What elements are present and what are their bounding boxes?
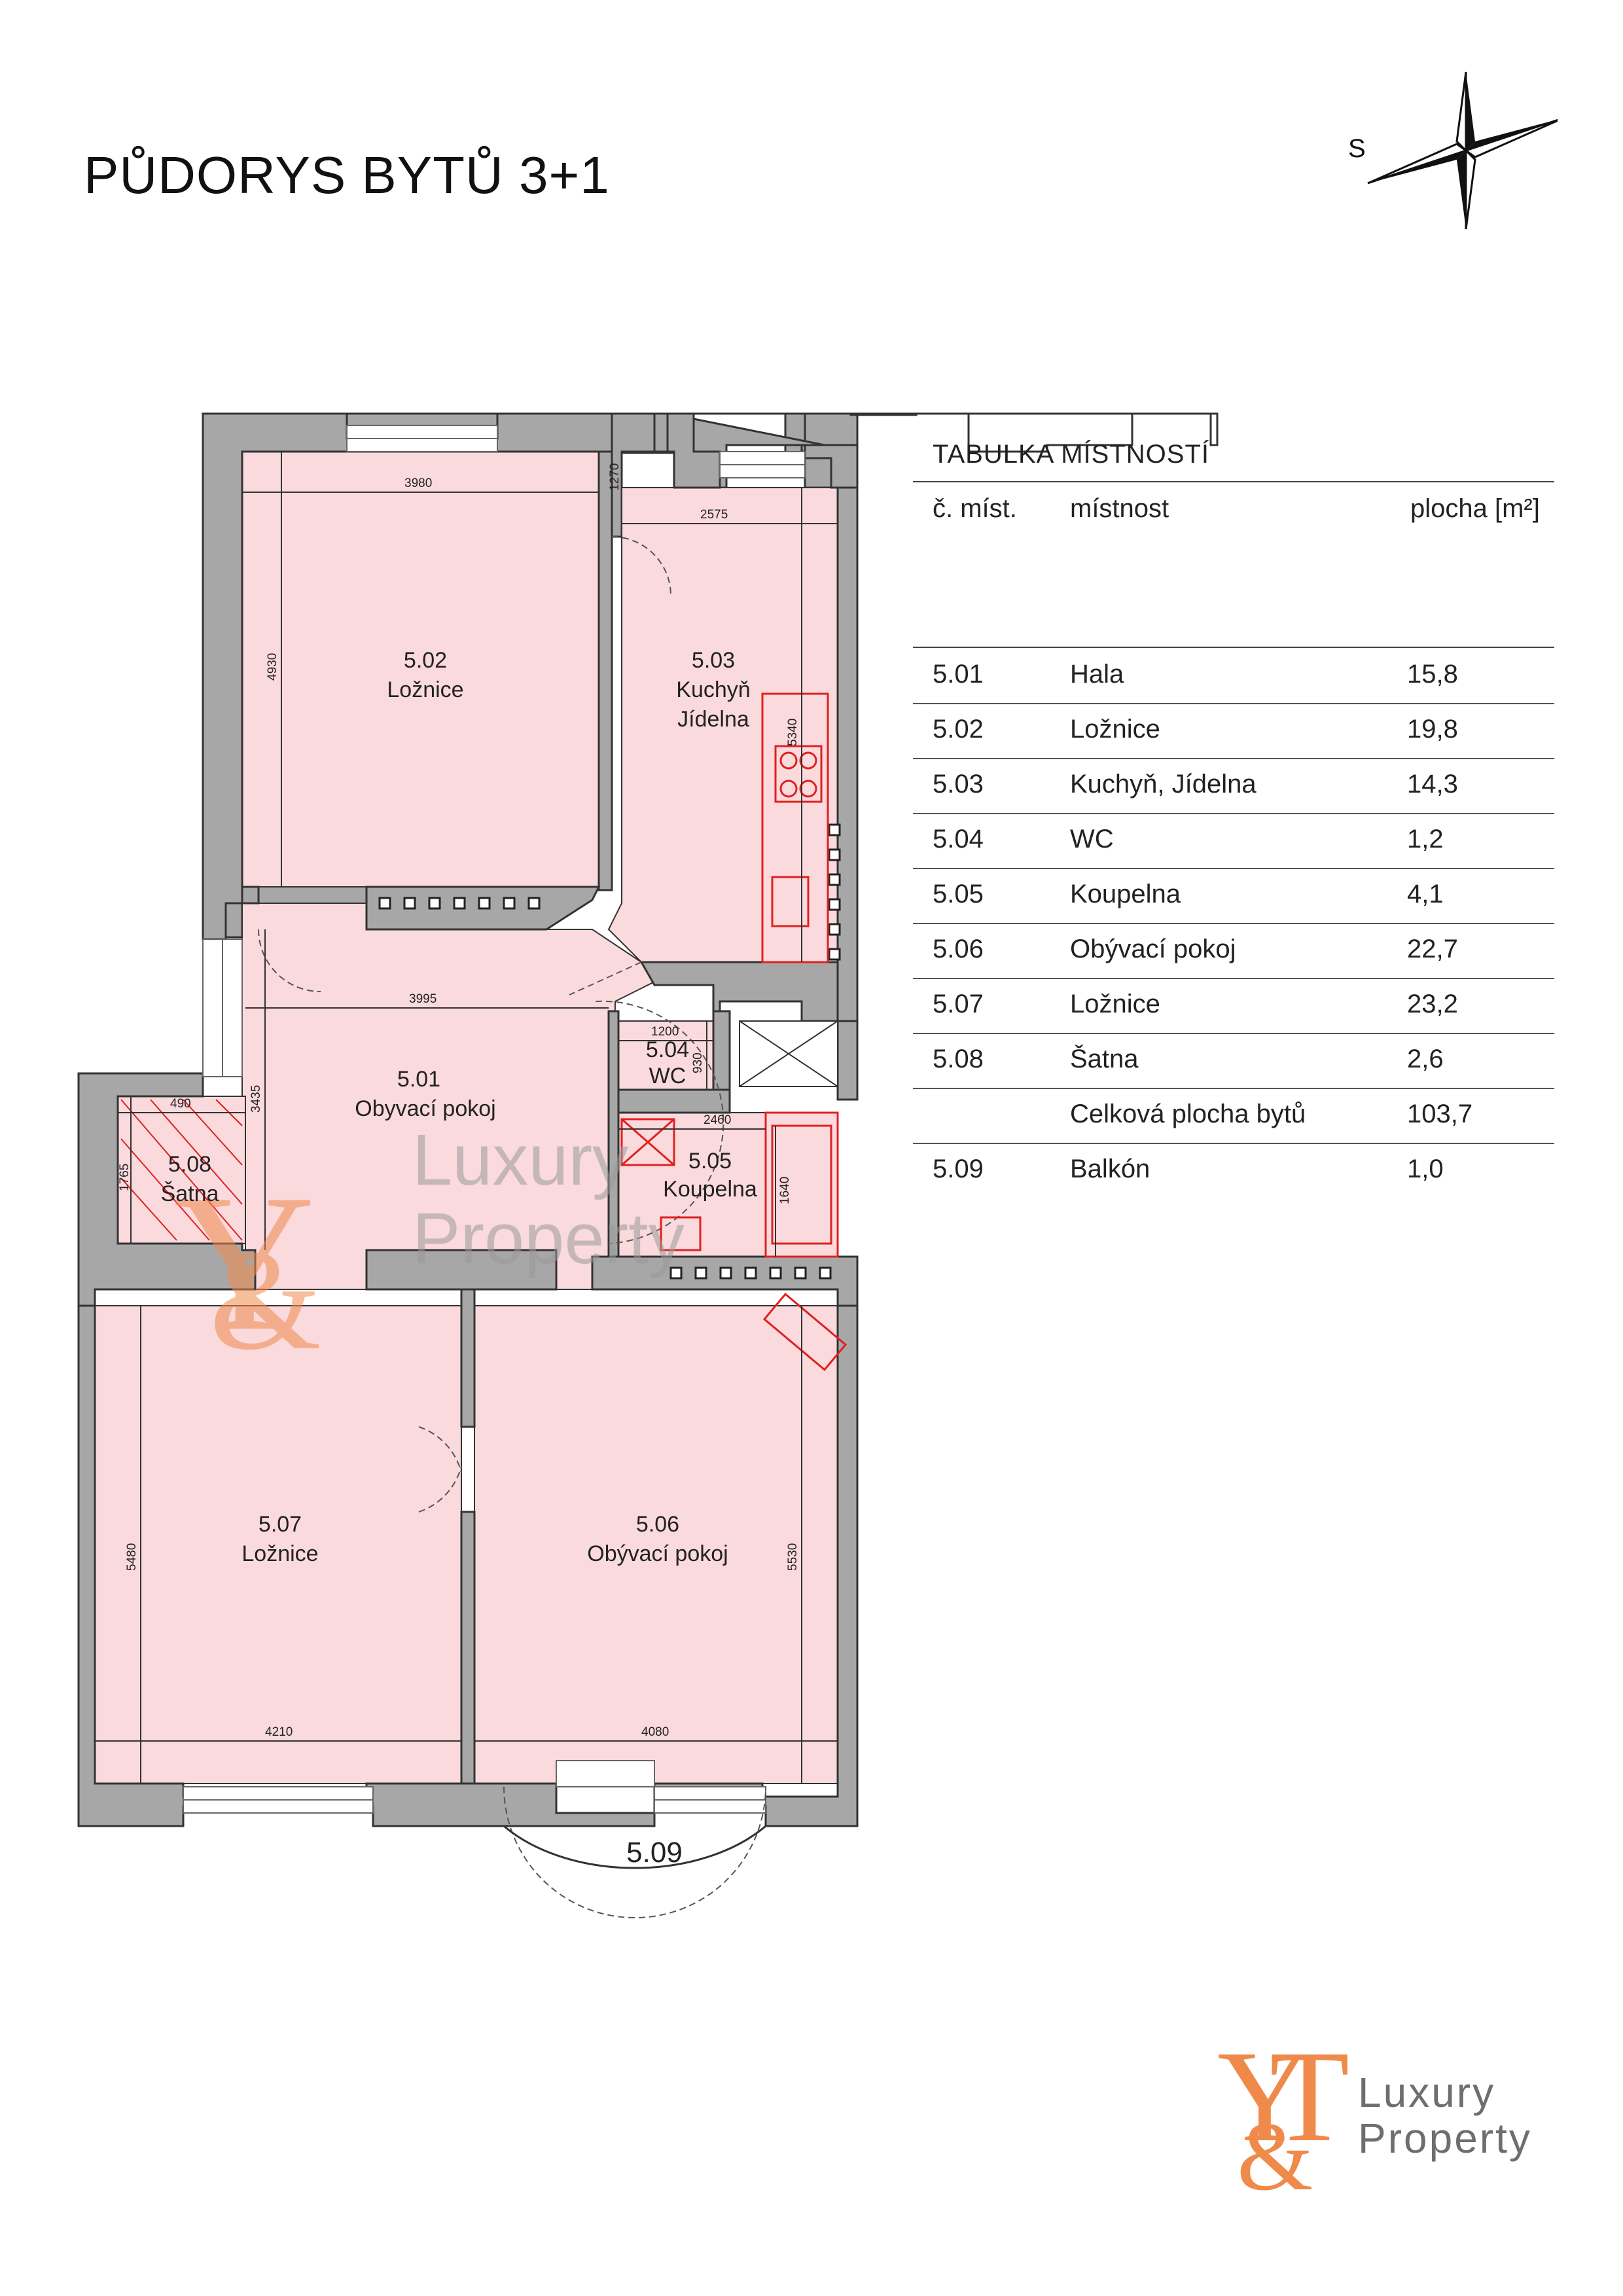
- dim-label: 3980: [404, 476, 432, 490]
- room-name: Koupelna: [663, 1177, 757, 1202]
- dim-label: 5480: [125, 1543, 139, 1571]
- dim-label: 3435: [249, 1085, 263, 1113]
- room-name: Jídelna: [677, 707, 749, 732]
- room-number: 5.01: [397, 1067, 440, 1092]
- compass-label: S: [1348, 134, 1366, 163]
- room-name: Obyvací pokoj: [355, 1096, 495, 1121]
- dim-label: 490: [170, 1097, 191, 1111]
- dim-label: 5340: [786, 719, 800, 746]
- room-name: Ložnice: [387, 677, 463, 702]
- dim-label: 2460: [704, 1113, 731, 1127]
- watermark-mark-icon: Y: [173, 1154, 315, 1371]
- room-number: 5.08: [168, 1152, 211, 1177]
- room-number: 5.07: [259, 1512, 302, 1537]
- watermark: Y & Luxury Property: [173, 1120, 685, 1380]
- dim-label: 1270: [608, 463, 622, 491]
- balcony-outline: [503, 1825, 766, 1869]
- brand-logo: Y T & Luxury Property: [1217, 2024, 1558, 2211]
- room-number: 5.06: [636, 1512, 679, 1537]
- room-name: Ložnice: [241, 1541, 318, 1566]
- room-name: Šatna: [161, 1181, 219, 1206]
- header-num: č. míst.: [933, 494, 1017, 523]
- chimney-flues: [378, 823, 841, 1280]
- dim-label: 5530: [786, 1543, 800, 1571]
- logo-line2: Property: [1358, 2115, 1532, 2162]
- room-fills: [94, 451, 838, 1784]
- room-number: 5.03: [692, 648, 735, 673]
- balcony-label: 5.09: [626, 1837, 683, 1869]
- room-name: Kuchyň: [676, 677, 750, 702]
- svg-text:Y: Y: [1217, 2029, 1311, 2169]
- windows: [183, 425, 806, 1814]
- dim-label: 1765: [118, 1164, 132, 1191]
- table-title: TABULKA MÍSTNOSTÍ: [933, 440, 1209, 469]
- dim-label: 4930: [266, 653, 279, 681]
- dim-label: 3995: [409, 992, 437, 1006]
- dim-label: 4080: [641, 1725, 669, 1739]
- room-number: 5.02: [404, 648, 447, 673]
- table-rule: [913, 647, 1554, 648]
- room-number: 5.04: [646, 1037, 689, 1062]
- header-area: plocha [m²]: [1410, 494, 1540, 523]
- room-name: WC: [649, 1064, 687, 1088]
- table-rule: [913, 481, 1554, 482]
- dim-label: 1640: [778, 1177, 792, 1204]
- page-title: PŮDORYS BYTŮ 3+1: [84, 146, 610, 204]
- compass-rose-icon: S: [1348, 71, 1558, 230]
- watermark-line1: Luxury: [412, 1120, 628, 1200]
- room-number: 5.05: [688, 1149, 732, 1174]
- dim-label: 1200: [651, 1025, 679, 1039]
- svg-text:&: &: [1237, 2102, 1313, 2199]
- yt-logo-mark-icon: Y T &: [1217, 2024, 1349, 2211]
- header-room: místnost: [1070, 494, 1169, 523]
- shaft: [739, 1020, 838, 1087]
- svg-text:&: &: [209, 1220, 321, 1380]
- dimension-lines: [95, 452, 838, 1784]
- logo-line1: Luxury: [1358, 2069, 1496, 2116]
- room-name: Obývací pokoj: [587, 1541, 728, 1566]
- svg-text:T: T: [1270, 2029, 1349, 2169]
- dim-label: 930: [691, 1052, 705, 1073]
- dim-label: 2575: [700, 508, 728, 522]
- dimension-labels: 3980 1270 2575 4930 5340 3995 1200 930 3…: [118, 463, 800, 1739]
- logo-text: Luxury Property: [1358, 2070, 1532, 2161]
- fixtures: [120, 692, 847, 1371]
- dim-label: 4210: [265, 1725, 293, 1739]
- room-labels: 5.02 Ložnice 5.03 Kuchyň Jídelna 5.01 Ob…: [161, 648, 757, 1869]
- door-swings: [258, 536, 766, 1918]
- watermark-line2: Property: [412, 1198, 685, 1279]
